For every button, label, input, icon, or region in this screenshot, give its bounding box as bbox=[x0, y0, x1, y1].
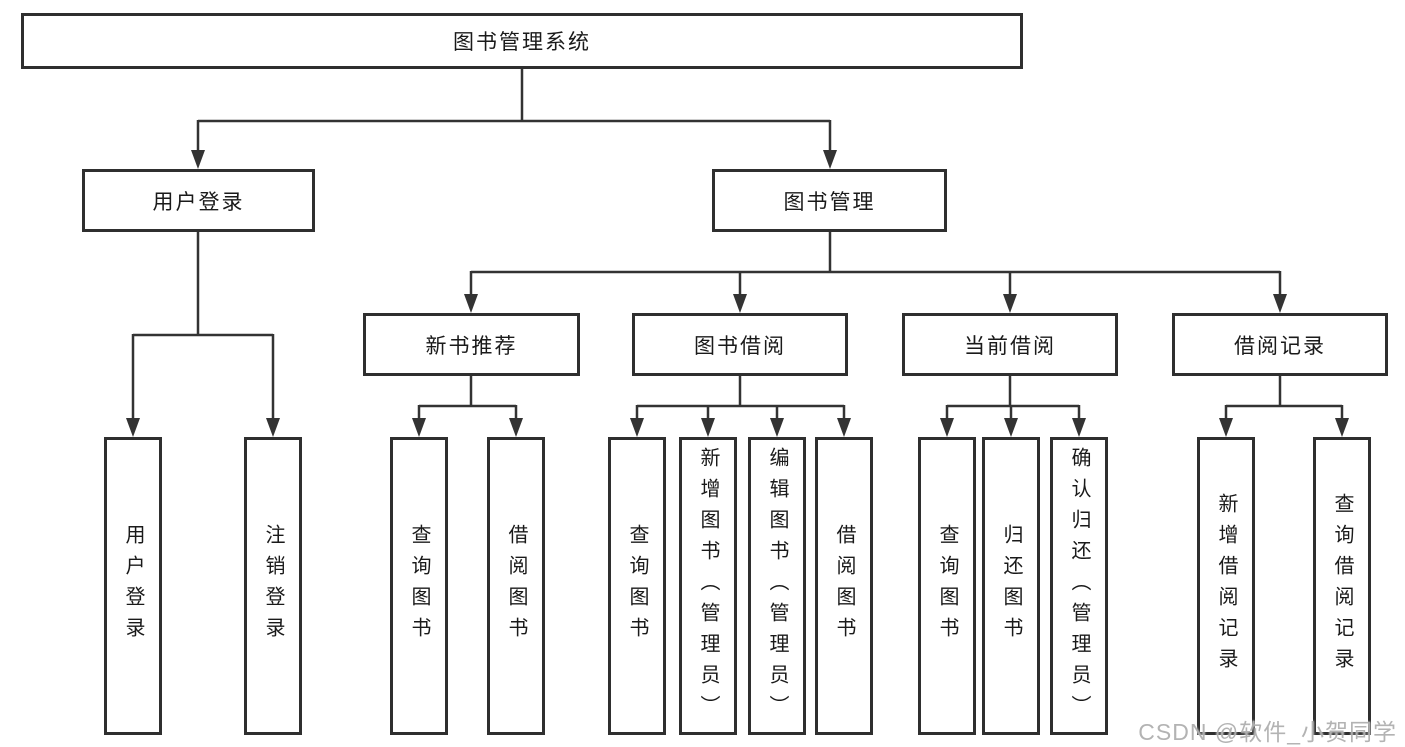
node-new-book-recommend: 新书推荐 bbox=[363, 313, 580, 376]
leaf-edit-book-admin-label: 编辑图书（管理员） bbox=[766, 446, 788, 726]
node-borrowing-records-label: 借阅记录 bbox=[1234, 334, 1326, 358]
leaf-recommend-query-books-label: 查询图书 bbox=[408, 524, 430, 648]
leaf-return-book-label: 归还图书 bbox=[1000, 524, 1022, 648]
csdn-watermark: CSDN @软件_小贺同学 bbox=[1138, 719, 1397, 745]
leaf-current-query-books: 查询图书 bbox=[918, 437, 976, 735]
node-new-book-recommend-label: 新书推荐 bbox=[425, 334, 518, 358]
node-book-borrowing-label: 图书借阅 bbox=[694, 334, 786, 358]
leaf-user-login-label: 用户登录 bbox=[122, 524, 144, 648]
leaf-edit-book-admin: 编辑图书（管理员） bbox=[748, 437, 806, 735]
node-root-label: 图书管理系统 bbox=[453, 31, 591, 54]
leaf-user-login: 用户登录 bbox=[104, 437, 162, 735]
leaf-add-borrow-record-label: 新增借阅记录 bbox=[1215, 493, 1237, 679]
leaf-current-query-books-label: 查询图书 bbox=[936, 524, 958, 648]
connector-path bbox=[131, 69, 1344, 420]
node-borrowing-records: 借阅记录 bbox=[1172, 313, 1388, 376]
leaf-recommend-borrow-books-label: 借阅图书 bbox=[505, 524, 527, 648]
leaf-return-book: 归还图书 bbox=[982, 437, 1040, 735]
node-current-borrowing: 当前借阅 bbox=[902, 313, 1118, 376]
leaf-logout-label: 注销登录 bbox=[262, 524, 284, 648]
leaf-add-book-admin: 新增图书（管理员） bbox=[679, 437, 737, 735]
node-book-management-label: 图书管理 bbox=[783, 190, 876, 214]
node-user-login-label: 用户登录 bbox=[152, 190, 245, 214]
node-book-management: 图书管理 bbox=[712, 169, 947, 232]
leaf-logout: 注销登录 bbox=[244, 437, 302, 735]
leaf-query-borrow-record: 查询借阅记录 bbox=[1313, 437, 1371, 735]
leaf-borrowing-query-books: 查询图书 bbox=[608, 437, 666, 735]
leaf-borrowing-borrow-books: 借阅图书 bbox=[815, 437, 873, 735]
leaf-recommend-query-books: 查询图书 bbox=[390, 437, 448, 735]
leaf-borrowing-query-books-label: 查询图书 bbox=[626, 524, 648, 648]
leaf-recommend-borrow-books: 借阅图书 bbox=[487, 437, 545, 735]
node-user-login: 用户登录 bbox=[82, 169, 315, 232]
node-root: 图书管理系统 bbox=[21, 13, 1023, 69]
leaf-borrowing-borrow-books-label: 借阅图书 bbox=[833, 524, 855, 648]
leaf-confirm-return-admin: 确认归还（管理员） bbox=[1050, 437, 1108, 735]
leaf-add-borrow-record: 新增借阅记录 bbox=[1197, 437, 1255, 735]
leaf-query-borrow-record-label: 查询借阅记录 bbox=[1331, 493, 1353, 679]
node-current-borrowing-label: 当前借阅 bbox=[964, 334, 1056, 358]
leaf-add-book-admin-label: 新增图书（管理员） bbox=[697, 446, 719, 726]
node-book-borrowing: 图书借阅 bbox=[632, 313, 848, 376]
leaf-confirm-return-admin-label: 确认归还（管理员） bbox=[1068, 446, 1090, 726]
